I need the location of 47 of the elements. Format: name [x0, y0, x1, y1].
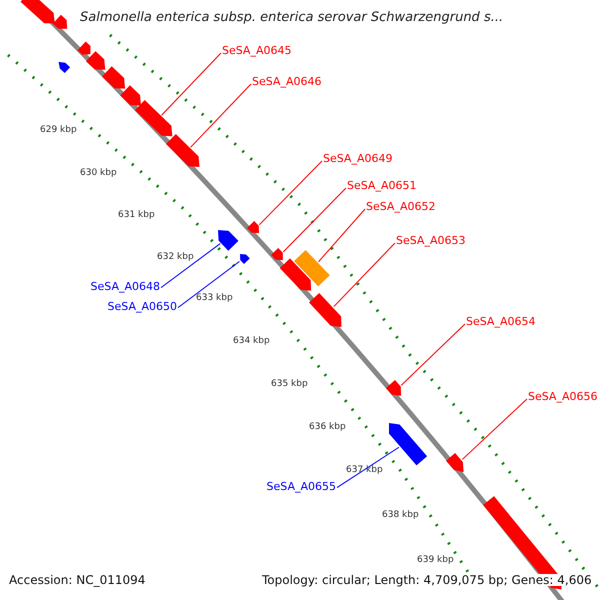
gene-label: SeSA_A0648 [90, 281, 160, 292]
leader-line [282, 188, 346, 252]
gene-block [218, 230, 239, 251]
gene-block [388, 423, 427, 466]
gene-label: SeSA_A0652 [366, 201, 436, 212]
tick-label: 639 kbp [417, 556, 454, 565]
gene-block [309, 292, 342, 327]
leader-line [258, 160, 322, 226]
leader-line [336, 446, 400, 488]
gene-label: SeSA_A0653 [396, 235, 466, 246]
gene-label: SeSA_A0656 [528, 391, 598, 402]
tick-label: 637 kbp [346, 466, 383, 475]
footer-text: Topology: circular; Length: 4,709,075 bp; Genes: 4,606 [262, 574, 592, 586]
leader-line [160, 243, 221, 288]
gene-bar [294, 250, 330, 286]
leader-line [178, 260, 240, 308]
gene-label: SeSA_A0649 [323, 153, 392, 164]
gene-label: SeSA_A0646 [252, 76, 322, 87]
gene-label: SeSA_A0650 [108, 301, 177, 312]
gene-label: SeSA_A0654 [466, 316, 536, 327]
footer-text: Accession: NC_011094 [9, 574, 146, 586]
leader-line [400, 324, 466, 386]
leader-line [190, 84, 252, 148]
gene-block [166, 134, 200, 167]
leader-line [161, 52, 222, 116]
tick-label: 634 kbp [233, 337, 270, 346]
tick-label: 635 kbp [271, 380, 308, 389]
gene-label: SeSA_A0645 [222, 45, 292, 56]
tick-label: 630 kbp [80, 169, 117, 178]
gene-block [386, 380, 402, 396]
gene-label: SeSA_A0655 [266, 481, 336, 492]
tick-label: 629 kbp [40, 126, 77, 135]
tick-label: 636 kbp [309, 423, 346, 432]
gene-block [446, 452, 464, 472]
tick-label: 632 kbp [157, 253, 194, 262]
leader-line [462, 398, 528, 460]
map-title: Salmonella enterica subsp. enterica serovar Schwarzengrund s... [80, 11, 504, 24]
leader-line [333, 242, 396, 308]
leader-line [318, 208, 366, 262]
tick-label: 631 kbp [118, 211, 155, 220]
gene-label: SeSA_A0651 [347, 180, 416, 191]
gene-block [134, 100, 172, 137]
gene-block [247, 221, 260, 234]
gene-block [240, 254, 250, 264]
tick-label: 638 kbp [382, 511, 419, 520]
tick-label: 633 kbp [196, 294, 233, 303]
gene-block [271, 248, 284, 260]
